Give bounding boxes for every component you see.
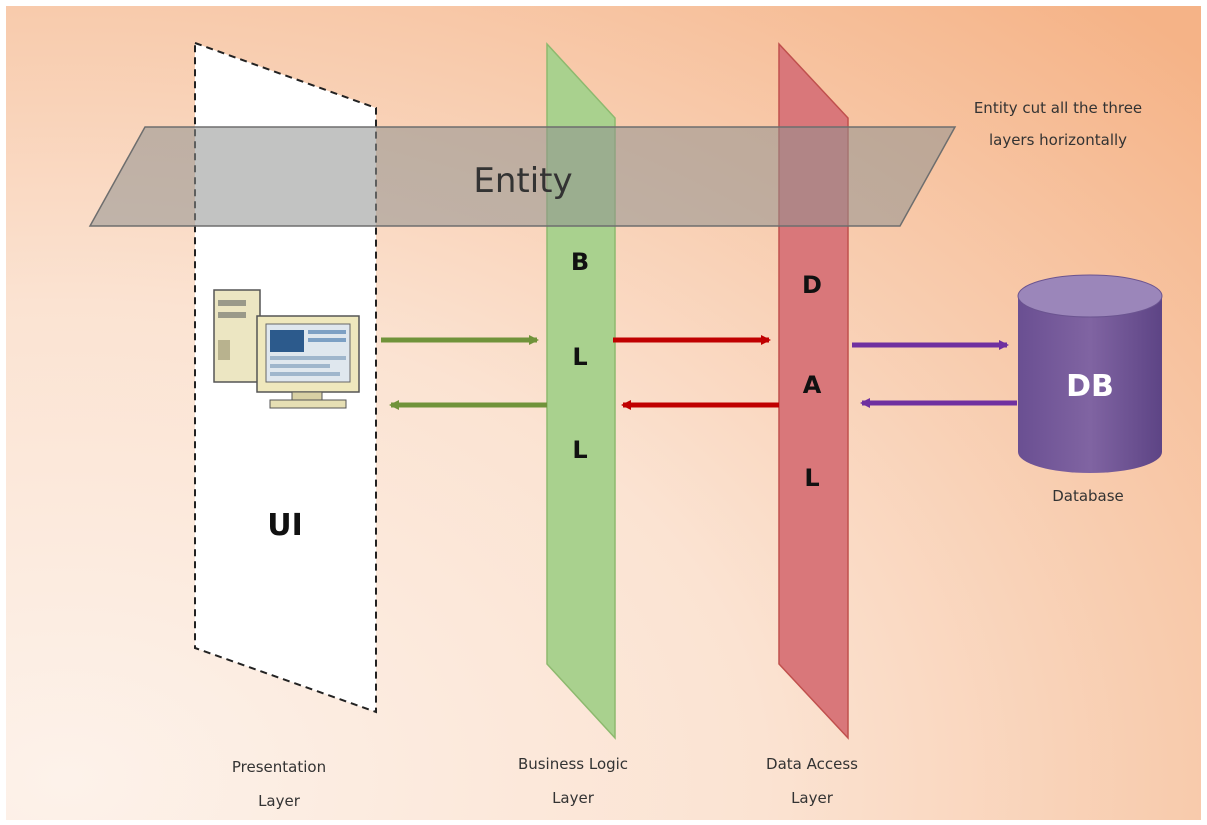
bll-letter-l2: L [572, 436, 587, 464]
dal-letter-l: L [804, 464, 819, 492]
bll-letter-l1: L [572, 343, 587, 371]
dal-letter-d: D [802, 271, 822, 299]
computer-icon [213, 289, 360, 409]
data-access-caption-line-2: Layer [791, 789, 834, 807]
dal-letter-a: A [803, 371, 822, 399]
entity-label: Entity [473, 161, 572, 201]
business-caption-line-1: Business Logic [518, 755, 628, 773]
entity-note-line-2: layers horizontally [989, 131, 1127, 149]
ui-label: UI [267, 508, 303, 543]
entity-note-line-1: Entity cut all the three [974, 99, 1142, 117]
data-access-caption-line-1: Data Access [766, 755, 858, 773]
presentation-caption-line-2: Layer [258, 792, 301, 810]
db-label: DB [1066, 369, 1114, 404]
bll-letter-b: B [571, 248, 589, 276]
business-caption-line-2: Layer [552, 789, 595, 807]
presentation-caption-line-1: Presentation [232, 758, 326, 776]
entity-plane [88, 126, 957, 227]
database-icon [1017, 274, 1163, 473]
database-caption: Database [1052, 487, 1124, 505]
